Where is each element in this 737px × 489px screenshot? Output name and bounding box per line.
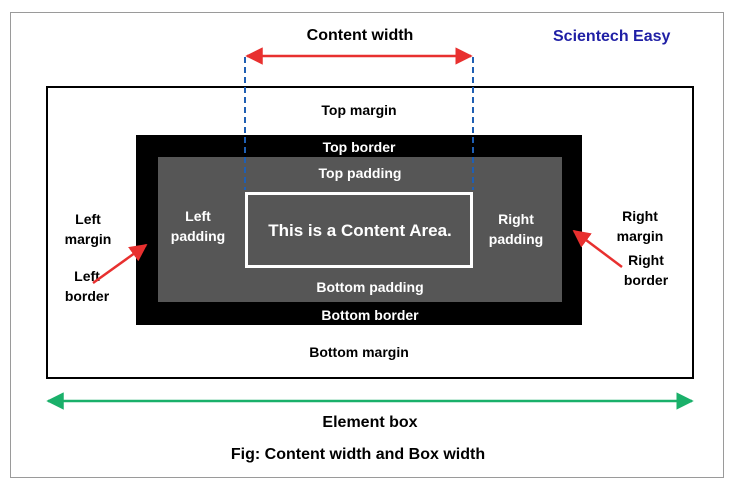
brand-label: Scientech Easy: [553, 28, 671, 45]
right-padding-label: Right padding: [488, 211, 544, 247]
outer-frame: [10, 12, 724, 478]
top-margin-label: Top margin: [321, 102, 397, 118]
left-padding-label: Left padding: [170, 208, 226, 244]
padding-area: [158, 157, 562, 302]
bottom-padding-label: Bottom padding: [316, 279, 424, 295]
right-border-label: Right border: [623, 252, 669, 288]
content-width-label: Content width: [306, 27, 414, 44]
bottom-border-label: Bottom border: [321, 307, 419, 323]
content-area: [245, 192, 473, 268]
right-margin-label: Right margin: [616, 208, 664, 244]
figure-caption: Fig: Content width and Box width: [230, 446, 486, 463]
top-border-label: Top border: [322, 139, 396, 155]
top-padding-label: Top padding: [318, 165, 402, 181]
left-border-label: Left border: [64, 268, 110, 304]
bottom-margin-label: Bottom margin: [309, 344, 409, 360]
content-area-label: This is a Content Area.: [268, 221, 452, 240]
left-margin-label: Left margin: [64, 211, 112, 247]
element-box-label: Element box: [322, 414, 418, 431]
